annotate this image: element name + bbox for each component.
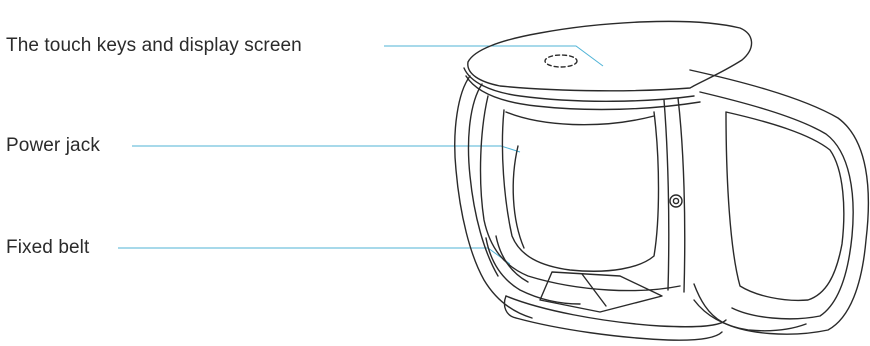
label-power-jack: Power jack	[6, 135, 100, 157]
massager-device	[455, 21, 869, 340]
leader-lines	[118, 46, 603, 264]
bottom-base	[506, 296, 726, 327]
power-jack-outer	[670, 195, 682, 207]
front-frame-right-post	[664, 100, 669, 290]
label-touch-keys: The touch keys and display screen	[6, 35, 302, 57]
power-jack-inner	[673, 198, 678, 203]
bottom-base-lower	[516, 318, 722, 340]
right-foot	[694, 300, 806, 331]
inner-cushion-top	[506, 112, 654, 125]
inner-cushion	[502, 110, 658, 271]
right-shell-pad	[726, 112, 844, 300]
leader-line-power-jack	[132, 146, 520, 152]
top-lid	[468, 21, 752, 90]
front-frame-right-post-2	[678, 98, 685, 292]
right-shell-outer	[690, 70, 868, 334]
top-lid-rim	[464, 68, 694, 101]
fixed-belt-inner	[496, 236, 528, 282]
left-shell-outer	[455, 76, 532, 318]
bottom-tray	[540, 272, 662, 312]
inner-cushion-curve	[513, 146, 524, 248]
touch-key-outline	[545, 55, 577, 67]
fixed-belt	[486, 238, 580, 304]
leader-line-fixed-belt	[118, 248, 510, 264]
label-fixed-belt: Fixed belt	[6, 237, 89, 259]
